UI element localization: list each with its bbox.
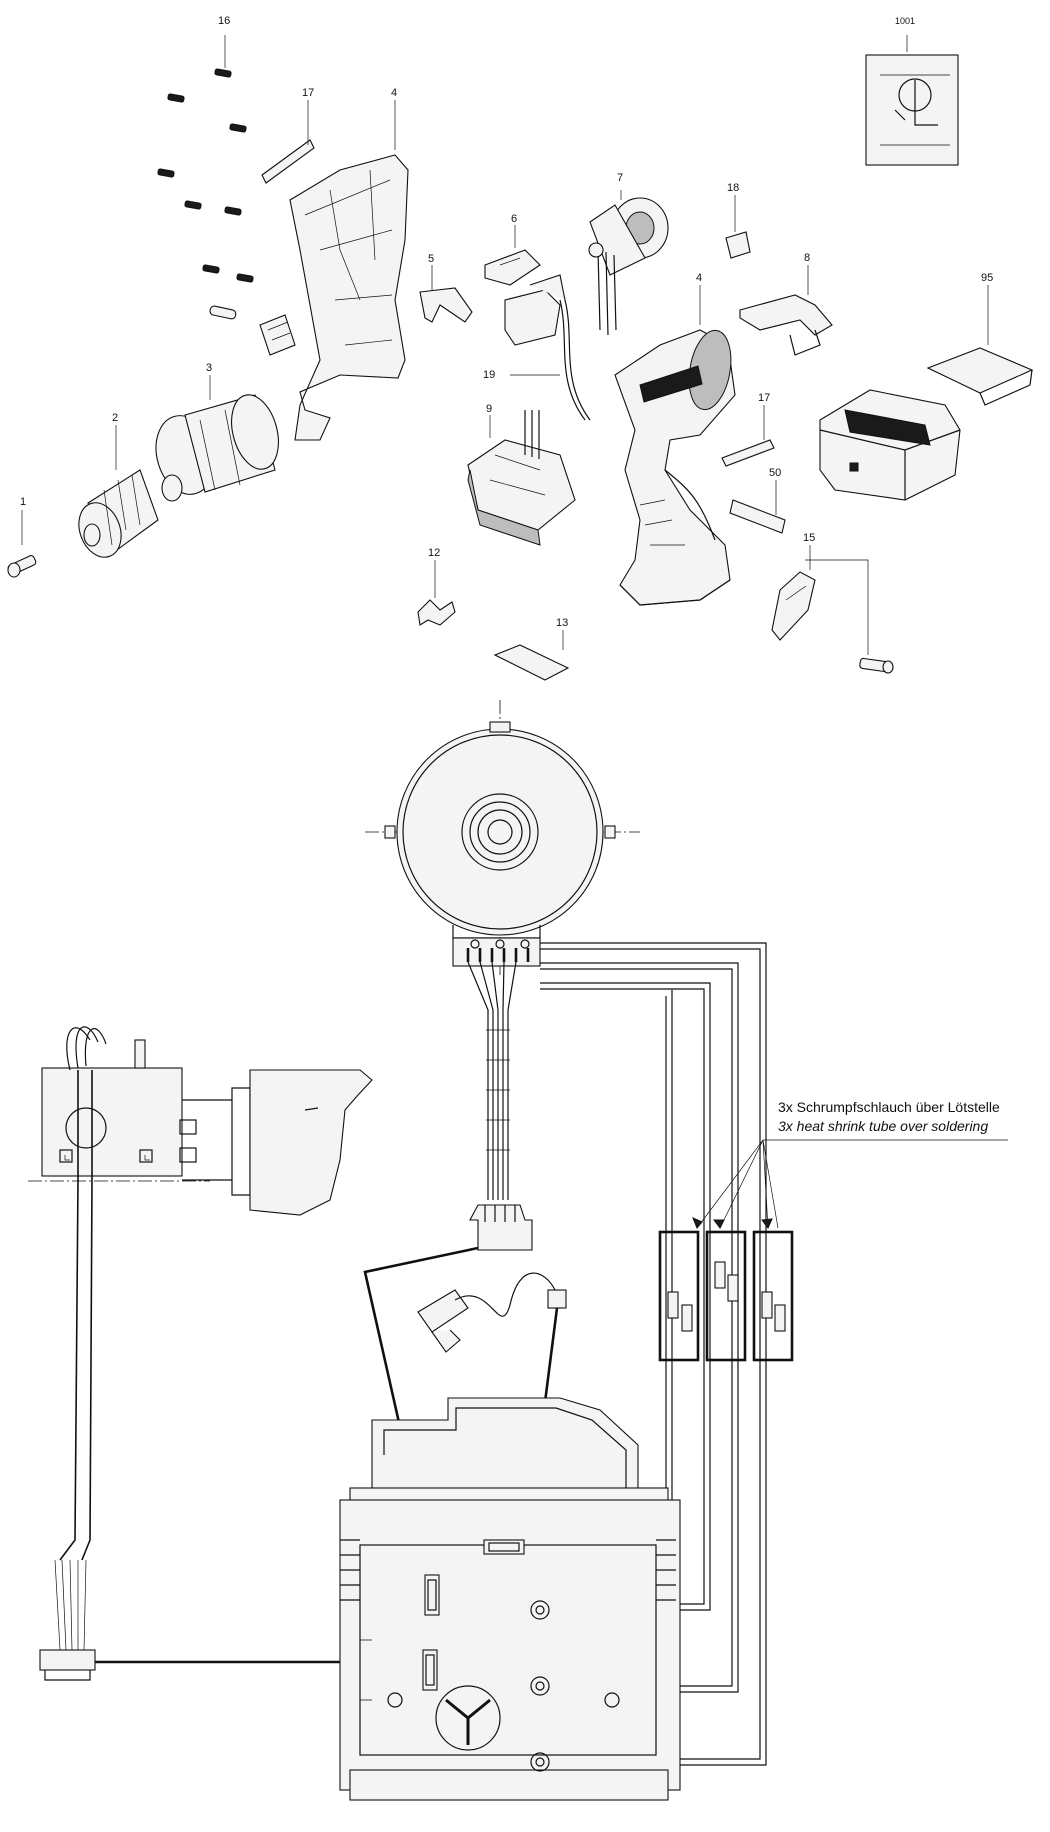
part-16-screws xyxy=(157,35,254,283)
label-part-5: 5 xyxy=(428,253,434,265)
label-part-2: 2 xyxy=(112,412,118,424)
label-part-17-right: 17 xyxy=(758,392,770,404)
label-part-9: 9 xyxy=(486,403,492,415)
part-12-clip xyxy=(417,560,456,626)
part-95-plate xyxy=(926,285,1034,406)
part-9-electronics xyxy=(467,410,576,546)
part-3-gearbox xyxy=(155,375,279,502)
battery-pack xyxy=(819,389,961,501)
housing-clip xyxy=(209,305,296,356)
part-1001-document xyxy=(865,35,959,166)
wiring-diagram: 3x Schrumpfschlauch über Lötstelle 3x he… xyxy=(28,700,1008,1801)
part-15-belt-clip xyxy=(771,545,894,674)
part-1-screw xyxy=(7,510,37,578)
part-4-drill-body xyxy=(614,285,736,606)
heat-shrink-sleeves xyxy=(658,1230,794,1362)
exploded-view: 1 2 3 4 4 5 6 7 8 9 12 13 15 16 17 17 18… xyxy=(7,15,1034,681)
label-part-1: 1 xyxy=(20,496,26,508)
label-part-8: 8 xyxy=(804,252,810,264)
part-2-chuck xyxy=(78,425,159,558)
motor-sensor-harness xyxy=(467,961,533,1251)
part-8-bracket xyxy=(739,265,833,356)
label-part-95: 95 xyxy=(981,272,993,284)
part-number-labels: 1 2 3 4 4 5 6 7 8 9 12 13 15 16 17 17 18… xyxy=(20,15,993,629)
part-17-label-strip-right xyxy=(721,405,775,467)
label-part-16: 16 xyxy=(218,15,230,27)
part-5-slider xyxy=(419,265,473,323)
label-part-15: 15 xyxy=(803,532,815,544)
part-6-switch-cap xyxy=(484,225,541,286)
label-part-13: 13 xyxy=(556,617,568,629)
part-4-housing-left xyxy=(289,100,409,441)
label-part-19: 19 xyxy=(483,369,495,381)
label-part-1001: 1001 xyxy=(895,16,915,26)
part-7-motor xyxy=(588,190,669,336)
label-part-3: 3 xyxy=(206,362,212,374)
note-german: 3x Schrumpfschlauch über Lötstelle xyxy=(778,1099,1000,1115)
label-part-7: 7 xyxy=(617,172,623,184)
part-17-label-strip xyxy=(261,100,315,184)
label-part-50: 50 xyxy=(769,467,781,479)
label-part-4-left: 4 xyxy=(391,87,397,99)
label-part-4-right: 4 xyxy=(696,272,702,284)
trigger-switch-part xyxy=(504,274,591,421)
label-part-17-left: 17 xyxy=(302,87,314,99)
part-18-plate xyxy=(725,195,751,259)
heat-shrink-note: 3x Schrumpfschlauch über Lötstelle 3x he… xyxy=(692,1099,1008,1229)
label-part-6: 6 xyxy=(511,213,517,225)
label-part-18: 18 xyxy=(727,182,739,194)
electronics-board xyxy=(339,1397,681,1801)
part-50-label xyxy=(729,480,786,534)
motor-top-view xyxy=(365,700,640,975)
label-part-12: 12 xyxy=(428,547,440,559)
note-english: 3x heat shrink tube over soldering xyxy=(778,1118,988,1134)
part-13-sheet xyxy=(493,630,570,681)
trigger-switch xyxy=(28,1026,373,1681)
